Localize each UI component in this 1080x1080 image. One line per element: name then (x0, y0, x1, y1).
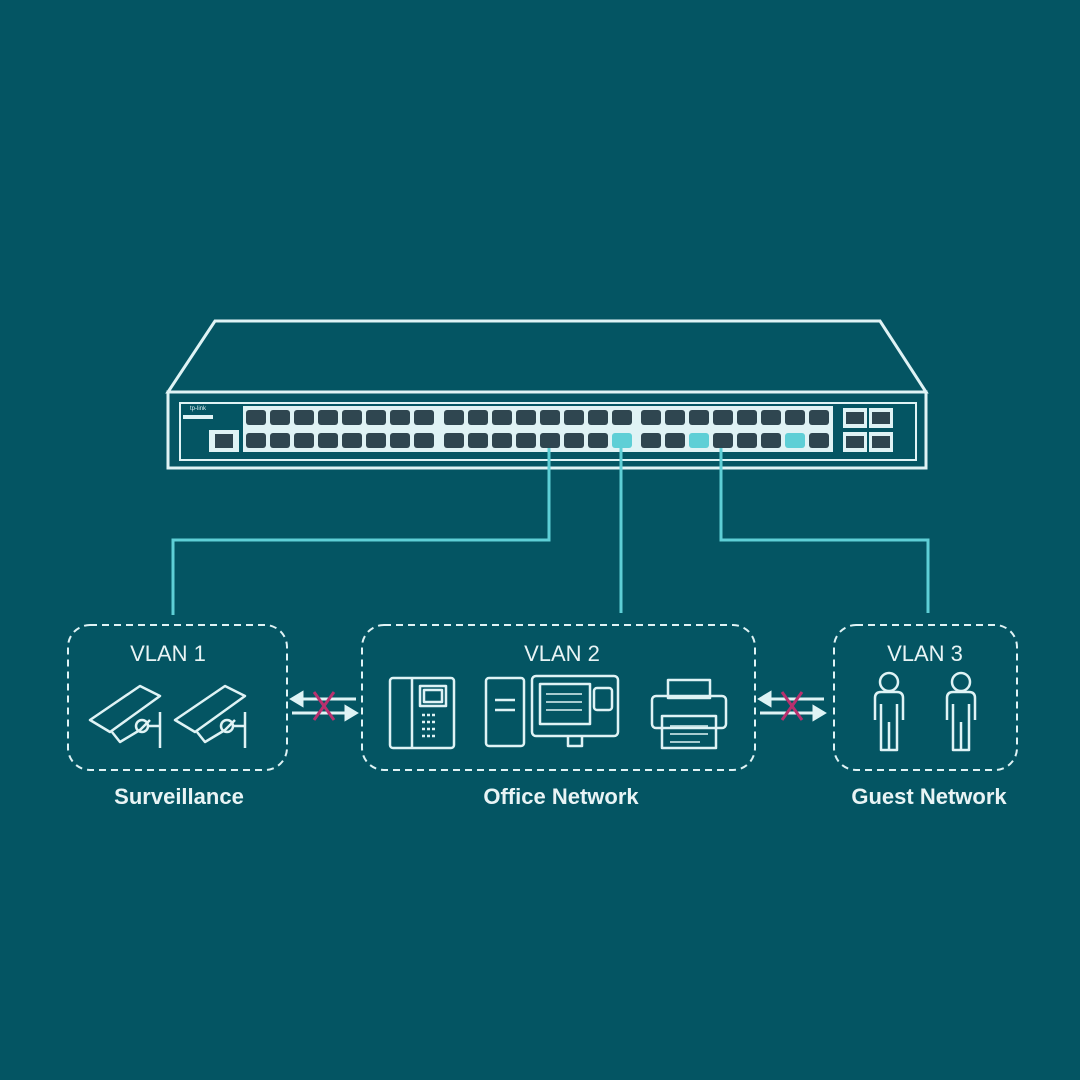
switch-port (809, 410, 829, 425)
switch-port (641, 410, 661, 425)
switch-port (294, 410, 314, 425)
security-camera-icon (173, 684, 247, 748)
switch-port (665, 410, 685, 425)
ip-phone-icon (388, 676, 456, 750)
link-vlan1 (171, 448, 551, 615)
switch-port (516, 410, 536, 425)
port-panel (243, 406, 833, 452)
vlan-links (171, 448, 930, 615)
switch-port (713, 410, 733, 425)
switch-port (468, 410, 488, 425)
switch-port (540, 433, 560, 448)
person-icon (945, 671, 977, 752)
switch-port (492, 433, 512, 448)
switch-port (294, 433, 314, 448)
switch-ports (243, 406, 893, 452)
vlan2-group-box (361, 624, 756, 771)
switch-port (468, 433, 488, 448)
blocked-traffic-icon (757, 690, 827, 722)
switch-port (414, 410, 434, 425)
switch-port (540, 410, 560, 425)
switch-port (366, 410, 386, 425)
vlan1-group-box (67, 624, 288, 771)
switch-port (444, 410, 464, 425)
switch-port (665, 433, 685, 448)
printer-icon (650, 678, 728, 750)
network-switch: tp-link (165, 319, 929, 470)
switch-port (246, 410, 266, 425)
blocked-traffic-icon (289, 690, 359, 722)
switch-port (737, 410, 757, 425)
switch-port (761, 433, 781, 448)
switch-port (366, 433, 386, 448)
vlan1-caption: Surveillance (114, 784, 244, 809)
switch-port (588, 410, 608, 425)
vlan2-title: VLAN 2 (524, 641, 600, 666)
switch-port (516, 433, 536, 448)
active-port (689, 433, 709, 448)
switch-port (612, 410, 632, 425)
switch-port (270, 410, 290, 425)
vlan3-group-box (833, 624, 1018, 771)
switch-port (444, 433, 464, 448)
vlan1-title: VLAN 1 (130, 641, 206, 666)
switch-port (689, 410, 709, 425)
sfp-port-slot (872, 412, 890, 424)
sfp-port-slot (846, 436, 864, 448)
switch-port (270, 433, 290, 448)
switch-port (564, 433, 584, 448)
svg-text:tp-link: tp-link (190, 406, 207, 412)
active-port (612, 433, 632, 448)
switch-port (588, 433, 608, 448)
switch-port (737, 433, 757, 448)
sfp-port-slot (846, 412, 864, 424)
switch-port (342, 433, 362, 448)
vlan2-caption: Office Network (483, 784, 639, 809)
desktop-computer-icon (484, 674, 620, 748)
switch-port (390, 433, 410, 448)
switch-port (785, 410, 805, 425)
switch-port (318, 433, 338, 448)
sfp-port-slot (872, 436, 890, 448)
vlan3-title: VLAN 3 (887, 641, 963, 666)
link-vlan3 (719, 448, 930, 613)
switch-port (564, 410, 584, 425)
switch-port (390, 410, 410, 425)
switch-port (414, 433, 434, 448)
switch-port (246, 433, 266, 448)
switch-port (761, 410, 781, 425)
switch-port (713, 433, 733, 448)
vlan3-caption: Guest Network (851, 784, 1007, 809)
switch-port (342, 410, 362, 425)
person-icon (873, 671, 905, 752)
active-port (785, 433, 805, 448)
switch-port (641, 433, 661, 448)
switch-port (318, 410, 338, 425)
switch-port (492, 410, 512, 425)
switch-port (809, 433, 829, 448)
security-camera-icon (88, 684, 162, 748)
